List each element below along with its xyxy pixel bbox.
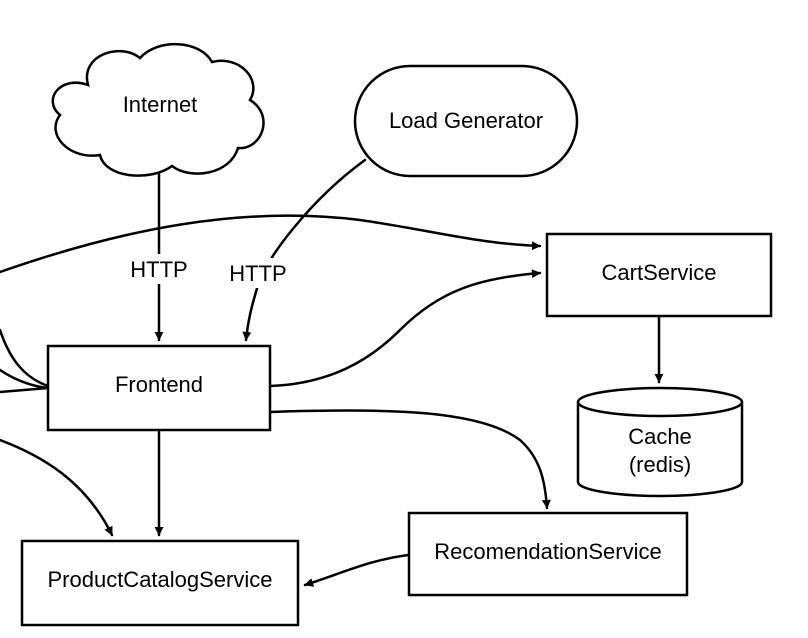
edge-frontend-to-recommendationservice [268,409,551,510]
load-generator-node: Load Generator [353,64,579,178]
edge-recommendation-to-productcatalogservice [303,553,410,587]
cartservice-node: CartService [545,232,773,318]
productcatalogservice-node: ProductCatalogService [20,539,300,627]
edge-external-into-frontend-1 [0,328,50,388]
cache-node: Cache (redis) [576,386,744,498]
cloud-icon [51,43,265,177]
load-generator-label: Load Generator [389,108,543,133]
edge-external-into-frontend-3 [0,386,50,394]
edge-external-to-cartservice [0,214,542,274]
productcatalogservice-label: ProductCatalogService [47,567,272,592]
frontend-node: Frontend [46,344,272,432]
edge-frontend-to-cartservice [268,269,542,388]
recommendationservice-label: RecomendationService [434,539,661,564]
edge-external-to-productcatalogservice [0,438,114,537]
edge-load-generator-to-frontend: HTTP [222,158,367,342]
cache-sublabel: (redis) [629,452,691,477]
internet-node: Internet [51,43,265,177]
recommendationservice-node: RecomendationService [407,511,689,597]
edge-internet-to-frontend: HTTP [124,170,194,342]
cache-label: Cache [628,424,692,449]
edge-label-http-internet: HTTP [130,257,187,282]
edge-label-http-load-generator: HTTP [229,261,286,286]
cartservice-label: CartService [602,260,717,285]
internet-label: Internet [123,92,198,117]
frontend-label: Frontend [115,372,203,397]
